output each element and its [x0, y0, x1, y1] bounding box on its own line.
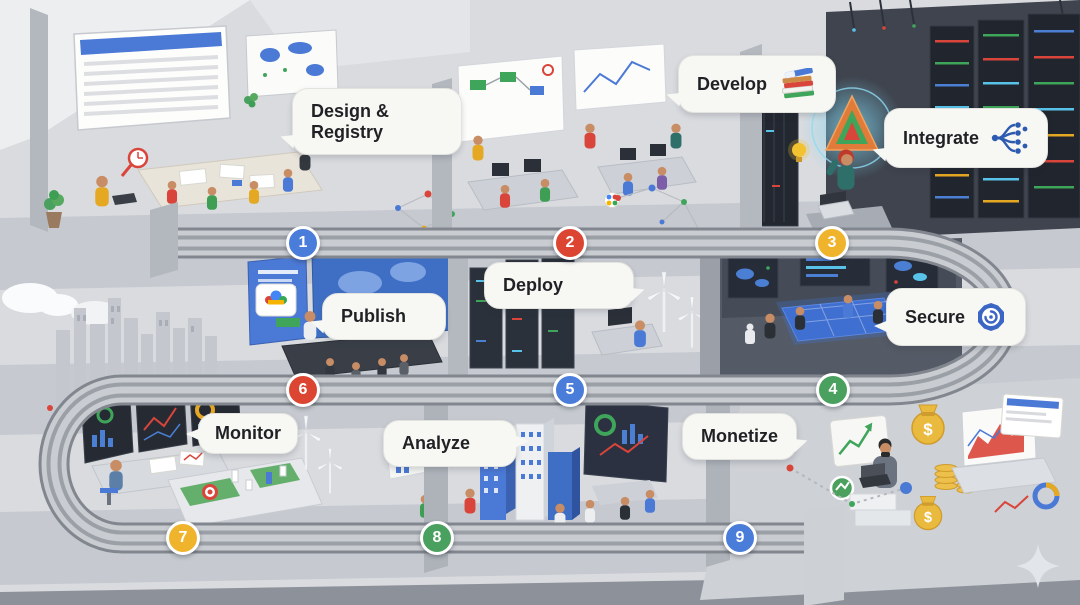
scene-design-registry	[30, 8, 339, 232]
stage-label: Secure	[905, 306, 966, 327]
stage-label: Monitor	[215, 423, 281, 443]
stage-label: Analyze	[402, 433, 471, 453]
lightbulb-icon	[792, 143, 806, 157]
security-badge-icon	[978, 303, 1005, 331]
badge-number: 9	[735, 529, 745, 546]
clouds-decor	[2, 283, 119, 325]
books-stack-icon	[782, 68, 815, 99]
badge-number: 1	[298, 234, 308, 251]
svg-text:$: $	[923, 420, 933, 439]
sparkle-icon	[1016, 544, 1060, 588]
developer-figure	[826, 149, 855, 190]
label-deploy: Deploy	[484, 262, 647, 309]
badge-number: 5	[565, 381, 575, 398]
label-design-registry: Design & Registry	[278, 88, 462, 156]
badge-number: 4	[828, 381, 838, 398]
monetize-figure	[849, 438, 912, 527]
scene-develop	[457, 43, 697, 211]
stage-label: Monetize	[701, 426, 779, 446]
label-secure: Secure	[874, 288, 1027, 346]
badge-step-7: 7	[166, 521, 200, 555]
badge-number: 8	[432, 529, 442, 546]
svg-text:$: $	[924, 510, 932, 526]
badge-step-2: 2	[553, 226, 587, 260]
money-bag-icon: $	[911, 404, 945, 445]
road-start-wall	[150, 202, 178, 278]
badge-step-3: 3	[815, 226, 849, 260]
stage-label: Integrate	[903, 127, 980, 148]
road-end-platform	[804, 505, 844, 605]
label-develop: Develop	[664, 55, 837, 113]
badge-step-1: 1	[286, 226, 320, 260]
label-monitor: Monitor	[186, 413, 298, 454]
stage-label: Publish	[341, 306, 407, 326]
stage-label: Design & Registry	[311, 101, 390, 142]
roadway	[38, 227, 1019, 554]
badge-step-9: 9	[723, 521, 757, 555]
integration-branch-icon	[991, 122, 1028, 154]
badge-step-4: 4	[816, 373, 850, 407]
badge-step-8: 8	[420, 521, 454, 555]
stage-label: Develop	[697, 73, 768, 94]
google-cloud-logo-chip	[255, 283, 297, 317]
badge-step-6: 6	[286, 373, 320, 407]
label-integrate: Integrate	[870, 108, 1049, 168]
badge-step-5: 5	[553, 373, 587, 407]
label-monetize: Monetize	[682, 413, 810, 460]
badge-number: 6	[298, 381, 308, 398]
badge-number: 3	[827, 234, 837, 251]
stage-label: Deploy	[503, 275, 564, 295]
label-publish: Publish	[308, 293, 446, 340]
label-analyze: Analyze	[383, 420, 529, 467]
badge-number: 7	[178, 529, 188, 546]
badge-number: 2	[565, 234, 575, 251]
money-bag-icon-2: $	[913, 496, 943, 531]
